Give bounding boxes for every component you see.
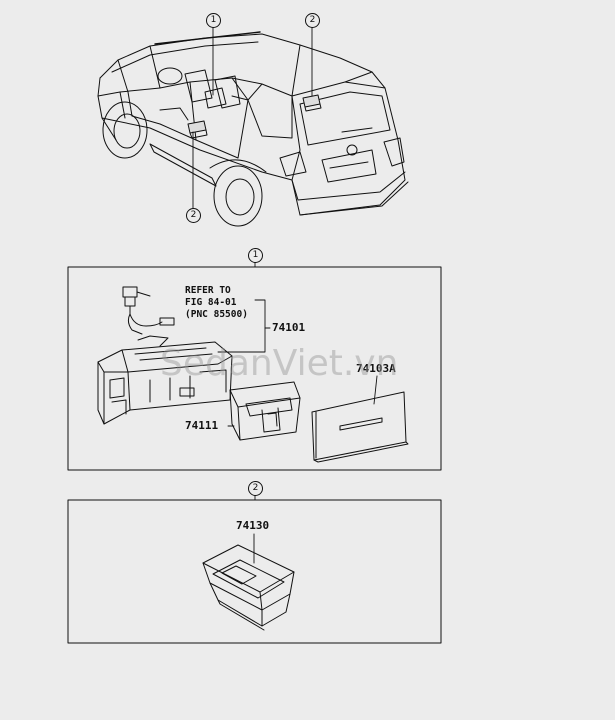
box-1-leader-lines <box>217 299 378 427</box>
box-1-frame <box>67 266 442 471</box>
watermark: SedanViet.vn <box>160 343 399 384</box>
insert-tray-74111 <box>229 381 301 441</box>
top-leader-lines <box>192 26 313 501</box>
callout-2-side: 2 <box>186 208 201 223</box>
part-number-74103A: 74103A <box>356 362 396 375</box>
reference-note-line-3: (PNC 85500) <box>185 309 248 320</box>
reference-note-line-2: FIG 84-01 <box>185 297 237 308</box>
part-number-74130: 74130 <box>236 519 270 532</box>
lid-74103A <box>311 391 409 463</box>
connector-part <box>122 286 175 335</box>
small-tray-74130 <box>202 544 295 631</box>
reference-note: REFER TO FIG 84-01 (PNC 85500) <box>185 285 248 321</box>
callout-1-top: 1 <box>206 13 221 28</box>
callout-2-roof: 2 <box>305 13 320 28</box>
part-number-74111: 74111 <box>185 419 219 432</box>
box-2-marker: 2 <box>248 481 263 496</box>
box-1-marker: 1 <box>248 248 263 263</box>
box-2-frame <box>67 499 442 644</box>
vehicle-illustration <box>97 31 409 227</box>
console-box-assembly-74101 <box>97 335 233 425</box>
reference-note-line-1: REFER TO <box>185 285 231 296</box>
part-number-74101: 74101 <box>272 321 306 334</box>
